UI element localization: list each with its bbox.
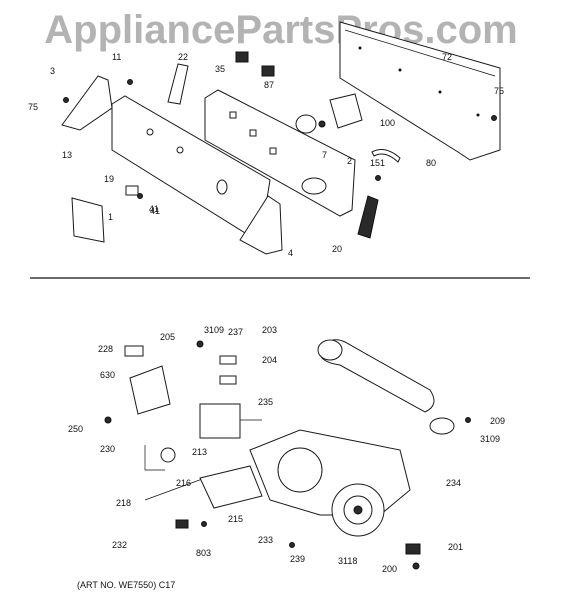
part-213-idler xyxy=(144,445,165,471)
part-200[interactable] xyxy=(405,543,421,555)
callout-label-lower-14: 234 xyxy=(446,478,461,488)
callout-label-upper-12: 2 xyxy=(347,156,352,166)
part-7-knob[interactable] xyxy=(295,114,317,134)
lower-assembly xyxy=(104,339,471,570)
callout-label-lower-1: 3109 xyxy=(204,325,224,335)
part-1-leaflet[interactable] xyxy=(71,197,105,243)
callout-label-upper-3: 3 xyxy=(50,66,55,76)
callout-label-upper-8: 13 xyxy=(62,150,72,160)
part-250-motor[interactable] xyxy=(199,403,241,439)
callout-label-lower-20: 239 xyxy=(290,554,305,564)
callout-label-lower-13: 216 xyxy=(176,478,191,488)
art-number: (ART NO. WE7550) C17 xyxy=(77,580,176,590)
callout-label-upper-16: 41 xyxy=(150,206,160,216)
callout-label-lower-7: 235 xyxy=(258,397,273,407)
callout-label-lower-5: 204 xyxy=(262,355,277,365)
callout-label-lower-18: 232 xyxy=(112,540,127,550)
callout-label-upper-4: 87 xyxy=(264,80,274,90)
callout-label-lower-15: 218 xyxy=(116,498,131,508)
part-20-bracket[interactable] xyxy=(357,195,379,239)
callout-label-lower-23: 200 xyxy=(382,564,397,574)
callout-label-lower-0: 205 xyxy=(160,332,175,342)
part-233-base[interactable] xyxy=(199,465,263,509)
part-80-handle[interactable] xyxy=(371,149,401,163)
callout-label-lower-11: 230 xyxy=(100,444,115,454)
part-235-bracket[interactable] xyxy=(129,365,171,415)
callout-label-lower-12: 213 xyxy=(192,447,207,457)
callout-label-upper-2: 35 xyxy=(215,64,225,74)
callout-label-upper-13: 151 xyxy=(370,158,385,168)
callout-label-lower-9: 209 xyxy=(490,416,505,426)
callout-label-upper-14: 80 xyxy=(426,158,436,168)
callout-label-lower-17: 233 xyxy=(258,535,273,545)
callout-label-upper-18: 20 xyxy=(332,244,342,254)
callout-label-lower-3: 203 xyxy=(262,325,277,335)
part-19[interactable] xyxy=(125,185,139,196)
watermark-logo: AppliancePartsPros.com xyxy=(44,8,518,52)
callout-label-upper-6: 75 xyxy=(28,102,38,112)
callout-label-upper-15: 19 xyxy=(104,174,114,184)
callout-label-upper-10: 100 xyxy=(380,118,395,128)
callout-label-lower-19: 803 xyxy=(196,548,211,558)
callout-label-lower-22: 201 xyxy=(448,542,463,552)
callout-label-upper-11: 7 xyxy=(322,150,327,160)
callout-label-upper-19: 4 xyxy=(288,248,293,258)
part-215-belt xyxy=(144,477,206,501)
part-803[interactable] xyxy=(175,519,189,529)
part-204-clip[interactable] xyxy=(124,345,144,357)
callout-label-upper-5: 72 xyxy=(442,52,452,62)
part-100-switch[interactable] xyxy=(329,93,363,129)
callout-label-upper-9: 41 xyxy=(149,204,159,214)
callout-label-lower-21: 3118 xyxy=(338,556,357,566)
callout-label-upper-1: 22 xyxy=(178,52,188,62)
upper-assembly xyxy=(61,21,501,255)
part-87-clip[interactable] xyxy=(261,65,275,77)
callout-label-lower-4: 228 xyxy=(98,344,113,354)
callout-label-lower-8: 250 xyxy=(68,424,83,434)
part-72-rear-panel[interactable] xyxy=(339,21,501,161)
part-22-bracket[interactable] xyxy=(167,63,189,105)
callout-label-lower-6: 630 xyxy=(100,370,115,380)
callout-label-lower-16: 215 xyxy=(228,514,243,524)
part-218-blower-housing[interactable] xyxy=(249,429,411,516)
callout-label-upper-7: 75 xyxy=(494,86,504,96)
part-4-end-cap[interactable] xyxy=(239,195,283,255)
callout-label-lower-10: 3109 xyxy=(480,434,500,444)
callout-label-upper-0: 11 xyxy=(112,52,121,62)
callout-label-upper-17: 1 xyxy=(108,212,113,222)
part-230-thermostat[interactable] xyxy=(429,417,455,435)
part-3-end-cap[interactable] xyxy=(61,75,113,131)
callout-label-lower-2: 237 xyxy=(228,327,243,337)
part-35-clip[interactable] xyxy=(235,51,249,63)
